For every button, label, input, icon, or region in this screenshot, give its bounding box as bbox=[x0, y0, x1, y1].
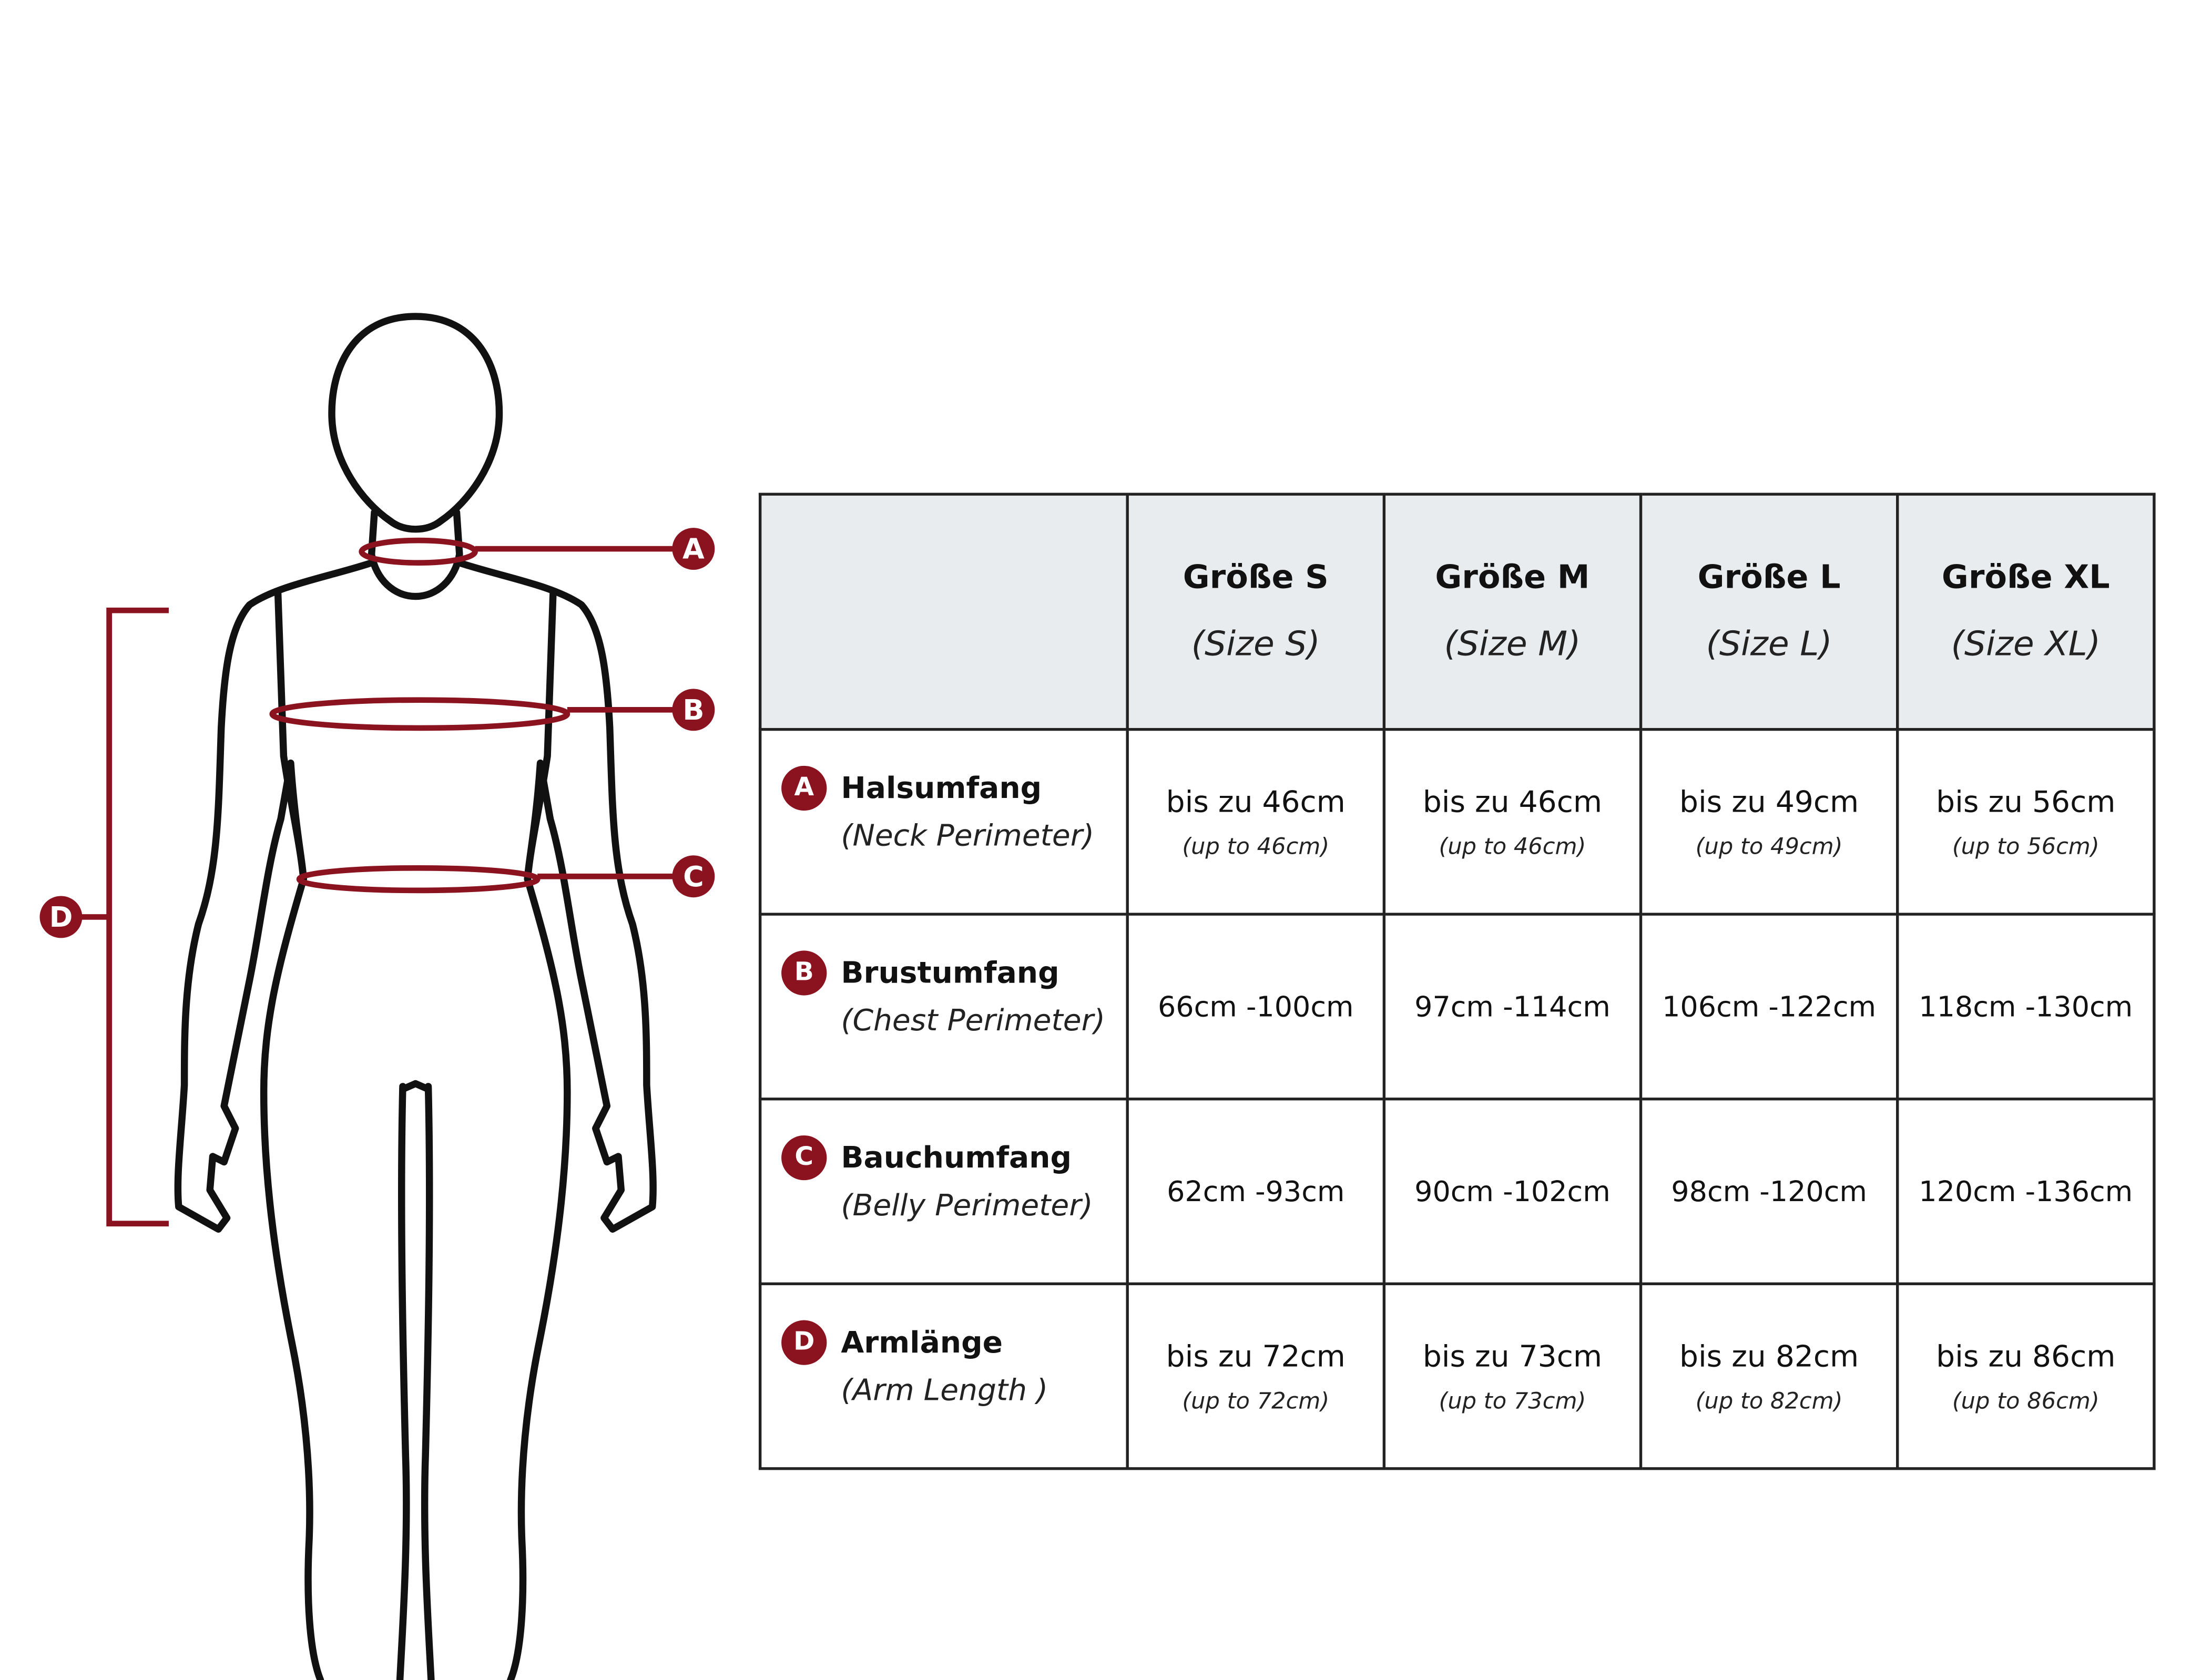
header-label-de: Größe S bbox=[1183, 560, 1329, 597]
cell-translation: (up to 73cm) bbox=[1439, 1387, 1586, 1413]
table-cell: bis zu 49cm (up to 49cm) bbox=[1639, 728, 1899, 916]
header-size-s: Größe S (Size S) bbox=[1126, 493, 1386, 731]
arm-length-bracket bbox=[106, 607, 169, 1227]
cell-value: 62cm -93cm bbox=[1167, 1174, 1345, 1208]
row-label-chest: B Brustumfang (Chest Perimeter) bbox=[758, 913, 1129, 1101]
header-label-en: (Size M) bbox=[1444, 624, 1581, 664]
cell-value: bis zu 73cm bbox=[1422, 1339, 1603, 1373]
row-label-en: (Arm Length ) bbox=[841, 1373, 1048, 1407]
table-cell: bis zu 86cm (up to 86cm) bbox=[1896, 1282, 2156, 1470]
table-cell: bis zu 46cm (up to 46cm) bbox=[1126, 728, 1386, 916]
cell-translation: (up to 46cm) bbox=[1182, 832, 1330, 859]
svg-text:B: B bbox=[682, 693, 704, 726]
measurement-lines bbox=[80, 537, 681, 1227]
cell-translation: (up to 82cm) bbox=[1695, 1387, 1843, 1413]
table-cell: 90cm -102cm bbox=[1382, 1098, 1643, 1285]
svg-text:D: D bbox=[49, 900, 73, 934]
corner-cell bbox=[758, 493, 1129, 731]
cell-value: bis zu 72cm bbox=[1166, 1339, 1346, 1373]
table-cell: 97cm -114cm bbox=[1382, 913, 1643, 1101]
cell-value: 120cm -136cm bbox=[1919, 1174, 2133, 1208]
header-label-de: Größe XL bbox=[1941, 560, 2110, 597]
marker-bubble: C bbox=[781, 1135, 827, 1181]
cell-value: bis zu 46cm bbox=[1422, 784, 1603, 818]
row-label-de: Brustumfang bbox=[841, 956, 1059, 990]
table-cell: 66cm -100cm bbox=[1126, 913, 1386, 1101]
table-cell: 98cm -120cm bbox=[1639, 1098, 1899, 1285]
cell-value: bis zu 56cm bbox=[1936, 784, 2116, 818]
table-header-row: Größe S (Size S) Größe M (Size M) Größe … bbox=[758, 493, 2156, 731]
header-label-en: (Size L) bbox=[1706, 624, 1832, 664]
marker-bubble: A bbox=[781, 765, 827, 811]
cell-translation: (up to 49cm) bbox=[1695, 832, 1843, 859]
cell-value: bis zu 86cm bbox=[1936, 1339, 2116, 1373]
table-cell: bis zu 56cm (up to 56cm) bbox=[1896, 728, 2156, 916]
row-label-en: (Chest Perimeter) bbox=[841, 1003, 1106, 1038]
cell-value: 97cm -114cm bbox=[1414, 989, 1611, 1023]
cell-translation: (up to 56cm) bbox=[1952, 832, 2100, 859]
table-cell: 120cm -136cm bbox=[1896, 1098, 2156, 1285]
header-size-l: Größe L (Size L) bbox=[1639, 493, 1899, 731]
size-table: Größe S (Size S) Größe M (Size M) Größe … bbox=[758, 493, 2156, 1470]
cell-value: bis zu 49cm bbox=[1679, 784, 1859, 818]
header-label-en: (Size S) bbox=[1191, 624, 1320, 664]
header-label-de: Größe L bbox=[1697, 560, 1841, 597]
row-label-belly: C Bauchumfang (Belly Perimeter) bbox=[758, 1098, 1129, 1285]
cell-value: bis zu 46cm bbox=[1166, 784, 1346, 818]
marker-bubble-b: B bbox=[672, 689, 715, 731]
table-row-chest: B Brustumfang (Chest Perimeter) 66cm -10… bbox=[758, 913, 2156, 1101]
header-size-m: Größe M (Size M) bbox=[1382, 493, 1643, 731]
table-cell: 118cm -130cm bbox=[1896, 913, 2156, 1101]
table-row-arm-length: D Armlänge (Arm Length ) bis zu 72cm (up… bbox=[758, 1282, 2156, 1470]
marker-bubble-a: A bbox=[672, 528, 715, 570]
header-size-xl: Größe XL (Size XL) bbox=[1896, 493, 2156, 731]
cell-value: bis zu 82cm bbox=[1679, 1339, 1859, 1373]
svg-text:A: A bbox=[682, 532, 705, 566]
row-label-arm-length: D Armlänge (Arm Length ) bbox=[758, 1282, 1129, 1470]
table-cell: bis zu 73cm (up to 73cm) bbox=[1382, 1282, 1643, 1470]
cell-translation: (up to 46cm) bbox=[1439, 832, 1586, 859]
cell-value: 66cm -100cm bbox=[1157, 989, 1354, 1023]
table-cell: bis zu 72cm (up to 72cm) bbox=[1126, 1282, 1386, 1470]
row-label-en: (Belly Perimeter) bbox=[841, 1189, 1093, 1223]
cell-translation: (up to 86cm) bbox=[1952, 1387, 2100, 1413]
cell-value: 90cm -102cm bbox=[1414, 1174, 1611, 1208]
table-cell: bis zu 82cm (up to 82cm) bbox=[1639, 1282, 1899, 1470]
cell-value: 98cm -120cm bbox=[1671, 1174, 1867, 1208]
header-label-en: (Size XL) bbox=[1951, 624, 2101, 664]
cell-value: 106cm -122cm bbox=[1662, 989, 1877, 1023]
cell-translation: (up to 72cm) bbox=[1182, 1387, 1330, 1413]
table-row-belly: C Bauchumfang (Belly Perimeter) 62cm -93… bbox=[758, 1098, 2156, 1285]
row-label-neck: A Halsumfang (Neck Perimeter) bbox=[758, 728, 1129, 916]
row-label-de: Halsumfang bbox=[841, 771, 1042, 805]
chest-ring bbox=[269, 697, 570, 731]
cell-value: 118cm -130cm bbox=[1919, 989, 2133, 1023]
table-cell: 62cm -93cm bbox=[1126, 1098, 1386, 1285]
row-label-en: (Neck Perimeter) bbox=[841, 819, 1095, 853]
marker-bubble: B bbox=[781, 950, 827, 996]
table-row-neck: A Halsumfang (Neck Perimeter) bis zu 46c… bbox=[758, 728, 2156, 916]
table-cell: 106cm -122cm bbox=[1639, 913, 1899, 1101]
table-cell: bis zu 46cm (up to 46cm) bbox=[1382, 728, 1643, 916]
row-label-de: Armlänge bbox=[841, 1326, 1003, 1360]
belly-ring bbox=[296, 865, 541, 894]
marker-bubble: D bbox=[781, 1320, 827, 1365]
mannequin-outline-icon bbox=[174, 313, 657, 1680]
header-label-de: Größe M bbox=[1435, 560, 1590, 597]
marker-bubble-c: C bbox=[672, 855, 715, 898]
marker-bubble-d: D bbox=[39, 896, 83, 938]
svg-text:C: C bbox=[683, 860, 704, 893]
row-label-de: Bauchumfang bbox=[841, 1141, 1072, 1175]
